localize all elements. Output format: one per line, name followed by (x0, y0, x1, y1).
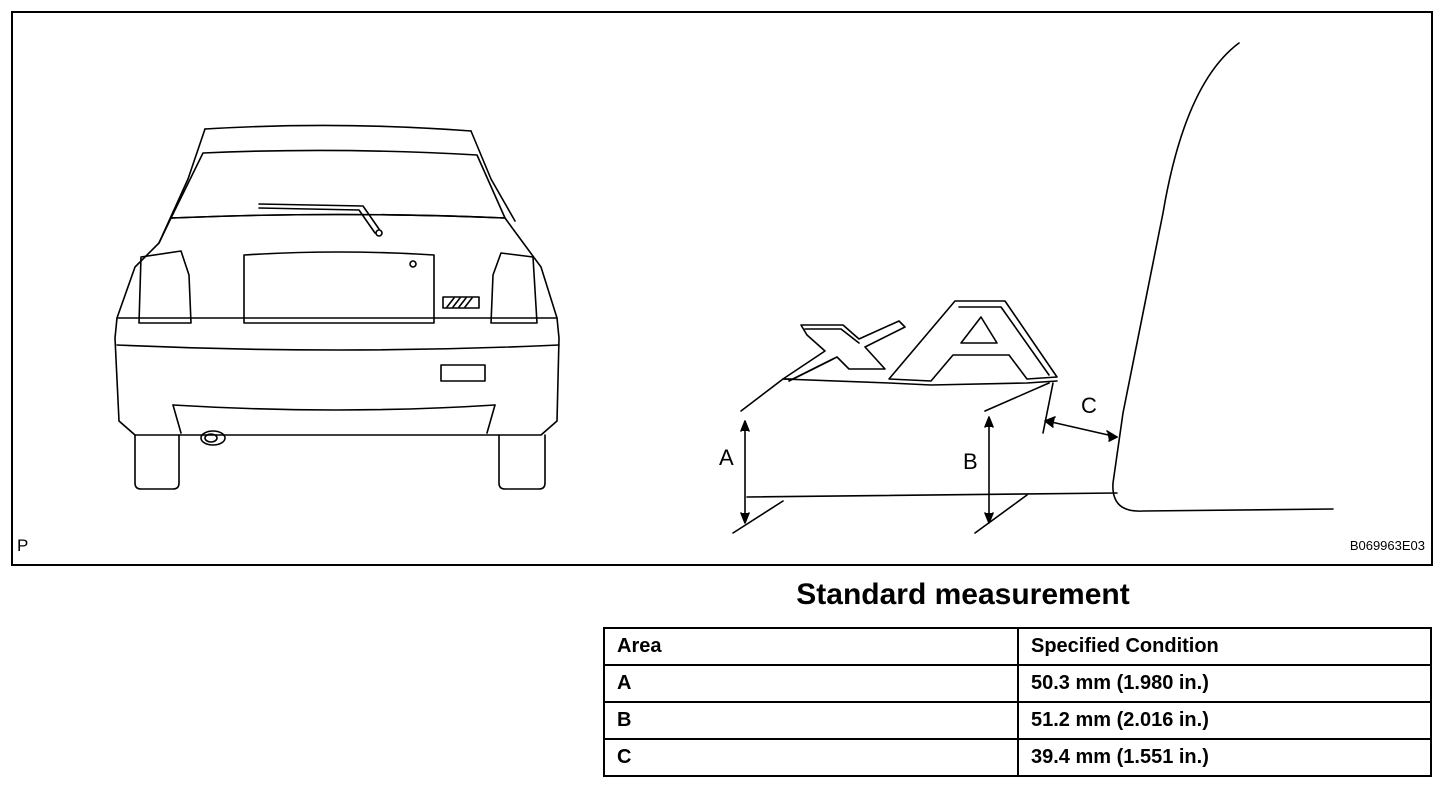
cell-area: C (603, 738, 1019, 777)
cell-condition: 51.2 mm (2.016 in.) (1017, 701, 1432, 740)
corner-mark: P (17, 536, 29, 555)
emblem-detail (732, 42, 1334, 534)
dimension-label-b: B (963, 449, 978, 474)
cell-area: B (603, 701, 1019, 740)
cell-condition: 50.3 mm (1.980 in.) (1017, 664, 1432, 703)
header-area: Area (603, 627, 1019, 666)
cell-area: A (603, 664, 1019, 703)
illustration-frame: A B C P B069963E03 (11, 11, 1433, 566)
illustration-drawing (114, 42, 1334, 534)
cell-condition: 39.4 mm (1.551 in.) (1017, 738, 1432, 777)
specification-table: Area Specified Condition A 50.3 mm (1.98… (603, 627, 1432, 777)
table-row: A 50.3 mm (1.980 in.) (603, 664, 1432, 703)
table-row: B 51.2 mm (2.016 in.) (603, 701, 1432, 740)
table-title: Standard measurement (796, 578, 1130, 611)
figure-code: B069963E03 (1349, 538, 1425, 553)
table-header-row: Area Specified Condition (603, 627, 1432, 666)
dimension-label-c: C (1081, 393, 1097, 418)
dimension-label-a: A (719, 445, 734, 470)
table-row: C 39.4 mm (1.551 in.) (603, 738, 1432, 777)
header-specified-condition: Specified Condition (1017, 627, 1432, 666)
car-rear-view (114, 124, 560, 490)
